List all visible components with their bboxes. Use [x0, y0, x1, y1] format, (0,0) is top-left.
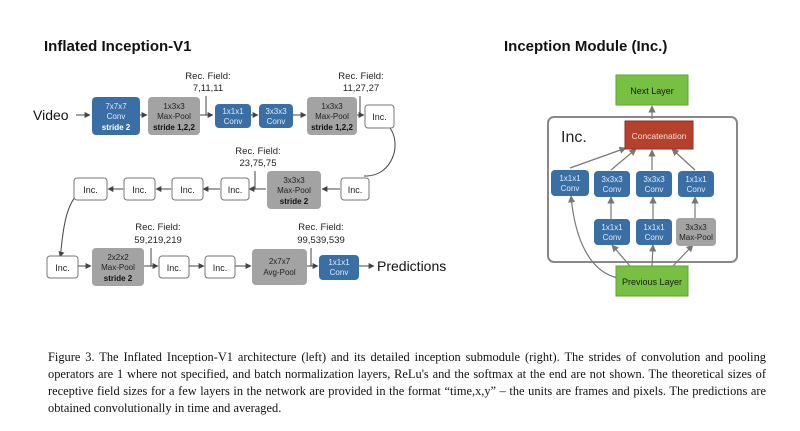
inc-block-r2-3: Inc. [171, 177, 204, 201]
rec-field-label-3: Rec. Field: [235, 146, 280, 157]
svg-text:Conv: Conv [561, 184, 580, 193]
inc-block-r2-2: Inc. [123, 177, 156, 201]
maxpool-1x3x3-block-2: 1x3x3 Max-Pool stride 1,2,2 [307, 97, 357, 135]
svg-text:Conv: Conv [603, 233, 622, 242]
rec-field-value-3: 23,75,75 [240, 158, 277, 169]
svg-text:Conv: Conv [330, 268, 349, 277]
concatenation-box: Concatenation [624, 120, 694, 150]
svg-text:1x1x1: 1x1x1 [643, 223, 665, 232]
svg-text:Conv: Conv [645, 185, 664, 194]
svg-text:Inc.: Inc. [180, 185, 195, 195]
conv-1x1x1-block: 1x1x1 Conv [215, 104, 251, 128]
inc-block-r3-2: Inc. [158, 255, 190, 279]
svg-text:stride 1,2,2: stride 1,2,2 [311, 123, 353, 132]
svg-text:Inc.: Inc. [132, 185, 147, 195]
rec-field-value-5: 99,539,539 [297, 235, 345, 246]
svg-text:Max-Pool: Max-Pool [101, 263, 135, 272]
svg-text:stride 2: stride 2 [104, 274, 133, 283]
predictions-output-label: Predictions [377, 258, 446, 274]
figure-caption: Figure 3. The Inflated Inception-V1 arch… [48, 350, 766, 415]
inc-block-r3-3: Inc. [204, 255, 236, 279]
right-panel-title: Inception Module (Inc.) [504, 38, 667, 55]
svg-text:3x3x3: 3x3x3 [685, 223, 707, 232]
svg-text:Conv: Conv [645, 233, 664, 242]
rec-field-label-2: Rec. Field: [338, 71, 383, 82]
svg-text:1x1x1: 1x1x1 [222, 107, 244, 116]
inc-block-r1: Inc. [364, 104, 395, 129]
svg-text:3x3x3: 3x3x3 [601, 175, 623, 184]
branch2-conv-3x3x3: 3x3x3 Conv [594, 171, 630, 197]
svg-text:Inc.: Inc. [372, 112, 387, 122]
svg-text:Inc.: Inc. [348, 185, 363, 195]
svg-text:Max-Pool: Max-Pool [277, 186, 311, 195]
svg-text:Inc.: Inc. [167, 263, 182, 273]
svg-text:7x7x7: 7x7x7 [105, 102, 127, 111]
svg-text:Conv: Conv [224, 117, 243, 126]
svg-text:3x3x3: 3x3x3 [643, 175, 665, 184]
svg-text:3x3x3: 3x3x3 [265, 107, 287, 116]
svg-text:2x2x2: 2x2x2 [107, 253, 129, 262]
rec-field-label-4: Rec. Field: [135, 222, 180, 233]
rec-field-label-1: Rec. Field: [185, 71, 230, 82]
svg-text:stride 2: stride 2 [280, 197, 309, 206]
svg-text:Max-Pool: Max-Pool [157, 112, 191, 121]
module-inc-label: Inc. [561, 129, 587, 146]
svg-text:Conv: Conv [107, 112, 126, 121]
conv-7x7x7-block: 7x7x7 Conv stride 2 [92, 97, 140, 135]
svg-text:1x1x1: 1x1x1 [559, 174, 581, 183]
svg-text:stride 2: stride 2 [102, 123, 131, 132]
svg-text:Avg-Pool: Avg-Pool [263, 268, 296, 277]
avgpool-2x7x7-block: 2x7x7 Avg-Pool [252, 249, 307, 285]
rec-field-label-5: Rec. Field: [298, 222, 343, 233]
svg-text:Next Layer: Next Layer [630, 86, 674, 96]
svg-text:stride 1,2,2: stride 1,2,2 [153, 123, 195, 132]
svg-text:Conv: Conv [267, 117, 286, 126]
svg-text:Previous Layer: Previous Layer [622, 277, 682, 287]
inc-block-r2-1: Inc. [73, 177, 108, 201]
branch1-conv-1x1x1: 1x1x1 Conv [551, 170, 589, 196]
svg-text:1x1x1: 1x1x1 [328, 258, 350, 267]
svg-text:Concatenation: Concatenation [632, 131, 687, 141]
rec-field-value-1: 7,11,11 [193, 83, 223, 94]
inc-block-r2-4: Inc. [220, 177, 250, 201]
maxpool-2x2x2-block: 2x2x2 Max-Pool stride 2 [92, 248, 144, 286]
svg-text:3x3x3: 3x3x3 [283, 176, 305, 185]
maxpool-1x3x3-block-1: 1x3x3 Max-Pool stride 1,2,2 [148, 97, 200, 135]
svg-text:Inc.: Inc. [228, 185, 243, 195]
svg-text:Inc.: Inc. [55, 263, 70, 273]
conv-final-1x1x1-block: 1x1x1 Conv [319, 255, 359, 280]
svg-text:1x3x3: 1x3x3 [321, 102, 343, 111]
next-layer-box: Next Layer [615, 74, 689, 106]
branch4-conv-1x1x1: 1x1x1 Conv [678, 171, 714, 197]
svg-text:Conv: Conv [687, 185, 706, 194]
left-panel-title: Inflated Inception-V1 [44, 38, 192, 55]
svg-text:1x1x1: 1x1x1 [601, 223, 623, 232]
svg-text:1x3x3: 1x3x3 [163, 102, 185, 111]
inc-block-r3-1: Inc. [46, 255, 79, 279]
figure-diagram: Inflated Inception-V1 V [33, 38, 738, 297]
svg-text:Conv: Conv [603, 185, 622, 194]
conv-3x3x3-block: 3x3x3 Conv [259, 104, 293, 128]
branch4-maxpool-3x3x3: 3x3x3 Max-Pool [676, 218, 716, 246]
svg-text:1x1x1: 1x1x1 [685, 175, 707, 184]
maxpool-3x3x3-block: 3x3x3 Max-Pool stride 2 [267, 171, 321, 209]
rec-field-value-2: 11,27,27 [343, 83, 379, 94]
svg-text:Inc.: Inc. [213, 263, 228, 273]
svg-text:2x7x7: 2x7x7 [269, 257, 291, 266]
video-input-label: Video [33, 107, 69, 123]
rec-field-value-4: 59,219,219 [134, 235, 182, 246]
branch3-conv-3x3x3: 3x3x3 Conv [636, 171, 672, 197]
previous-layer-box: Previous Layer [615, 265, 689, 297]
svg-text:Max-Pool: Max-Pool [679, 233, 713, 242]
inc-block-r2-5: Inc. [340, 177, 370, 201]
branch2-conv-1x1x1: 1x1x1 Conv [594, 219, 630, 245]
svg-text:Max-Pool: Max-Pool [315, 112, 349, 121]
svg-text:Inc.: Inc. [83, 185, 98, 195]
branch3-conv-1x1x1: 1x1x1 Conv [636, 219, 672, 245]
